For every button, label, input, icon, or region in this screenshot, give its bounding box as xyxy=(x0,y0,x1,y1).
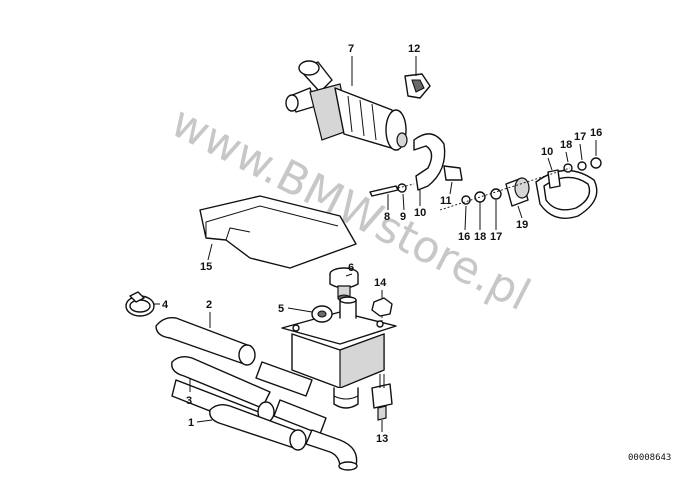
callout-7: 7 xyxy=(348,43,354,55)
callout-8: 8 xyxy=(384,211,390,223)
callout-9: 9 xyxy=(400,211,406,223)
connector xyxy=(371,374,393,421)
cover xyxy=(199,195,357,269)
water-pump xyxy=(285,60,408,151)
callout-4: 4 xyxy=(162,299,169,311)
callout-18-left: 18 xyxy=(474,231,486,243)
callout-16-right: 16 xyxy=(590,127,602,139)
mount-assembly xyxy=(439,157,602,219)
callout-labels: 1 2 3 4 5 6 7 8 9 10 10 11 12 13 14 15 1 xyxy=(154,43,602,445)
hose-upper xyxy=(155,316,313,397)
nut xyxy=(371,297,393,330)
valve-assembly xyxy=(281,296,397,409)
hose-clamp xyxy=(125,291,155,317)
callout-10-right: 10 xyxy=(541,146,553,158)
callout-18-right: 18 xyxy=(560,139,572,151)
callout-15: 15 xyxy=(200,261,212,273)
bolt-assembly xyxy=(369,183,415,197)
document-number: 00008643 xyxy=(628,453,671,463)
callout-12: 12 xyxy=(408,43,420,55)
pump-bracket xyxy=(413,133,463,191)
clip xyxy=(404,73,431,99)
callout-2: 2 xyxy=(206,299,212,311)
callout-16-left: 16 xyxy=(458,231,470,243)
callout-19: 19 xyxy=(516,219,528,231)
callout-6: 6 xyxy=(348,262,354,274)
callout-10: 10 xyxy=(414,207,426,219)
callout-17-right: 17 xyxy=(574,131,586,143)
callout-1: 1 xyxy=(188,417,194,429)
callout-3: 3 xyxy=(186,395,192,407)
callout-11: 11 xyxy=(440,195,452,207)
callout-17-left: 17 xyxy=(490,231,502,243)
hose-lower xyxy=(209,403,358,471)
callout-5: 5 xyxy=(278,303,284,315)
callout-14: 14 xyxy=(374,277,387,289)
callout-13: 13 xyxy=(376,433,388,445)
